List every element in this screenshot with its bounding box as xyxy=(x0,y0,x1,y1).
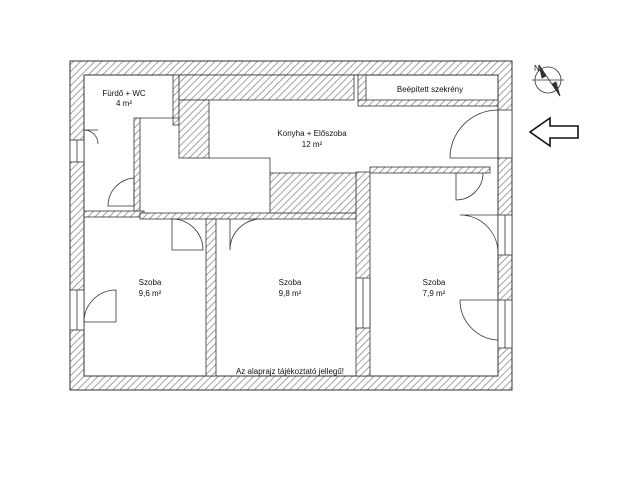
door-left-room-window xyxy=(83,289,117,323)
door-bath xyxy=(83,129,99,145)
room-name-middle: Szoba xyxy=(279,278,302,287)
door-right-lower xyxy=(459,299,499,341)
door-right-upper xyxy=(459,214,499,254)
disclaimer-note: Az alaprajz tájékoztató jellegű! xyxy=(236,367,344,376)
room-name-kitchen: Konyha + Előszoba xyxy=(277,129,347,138)
door-left-room xyxy=(171,218,204,251)
door-swings xyxy=(83,109,499,341)
svg-text:N: N xyxy=(534,64,540,73)
door-middle-room xyxy=(229,218,262,251)
room-name-closet: Beépített szekrény xyxy=(397,85,463,94)
room-area-middle: 9,8 m² xyxy=(279,289,302,298)
room-name-right: Szoba xyxy=(423,278,446,287)
room-area-right: 7,9 m² xyxy=(423,289,446,298)
door-bath-hall xyxy=(107,177,135,207)
outer-wall xyxy=(69,60,513,391)
entrance-arrow-icon xyxy=(528,116,579,148)
room-name-bath: Fürdő + WC xyxy=(102,89,146,98)
room-area-kitchen: 12 m² xyxy=(302,140,323,149)
room-area-left: 9,6 m² xyxy=(139,289,162,298)
room-name-left: Szoba xyxy=(139,278,162,287)
room-labels: Fürdő + WC 4 m² Konyha + Előszoba 12 m² … xyxy=(102,85,463,376)
interior-walls xyxy=(83,74,499,377)
windows xyxy=(69,109,513,349)
room-area-bath: 4 m² xyxy=(116,99,132,108)
north-compass-icon: N xyxy=(532,64,564,97)
door-right-top xyxy=(455,172,484,201)
entrance-door-opening xyxy=(497,109,513,159)
door-entrance xyxy=(449,109,499,159)
